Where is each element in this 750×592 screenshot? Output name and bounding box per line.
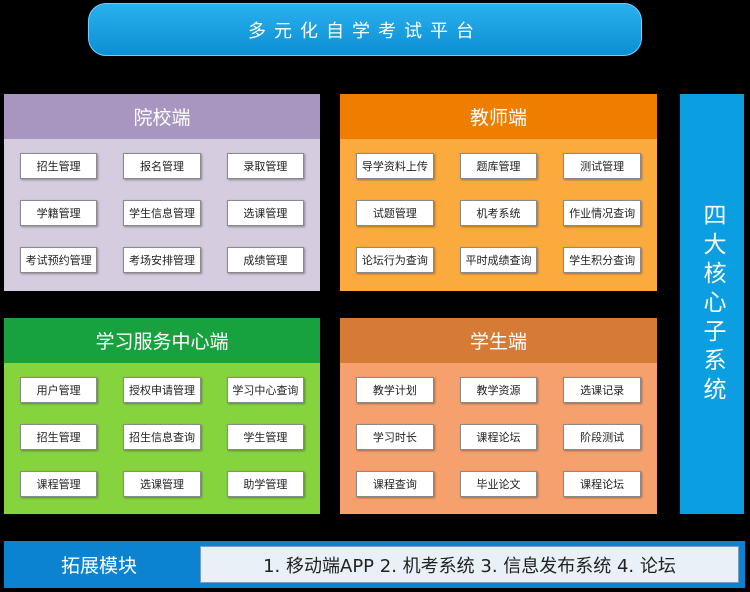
module-button[interactable]: 课程查询	[356, 470, 434, 497]
module-button[interactable]: 选课记录	[563, 376, 641, 403]
extension-bar: 1. 移动端APP 2. 机考系统 3. 信息发布系统 4. 论坛	[194, 541, 745, 588]
module-button[interactable]: 导学资料上传	[356, 152, 434, 179]
panel-header: 学习服务中心端	[4, 318, 320, 363]
module-button[interactable]: 作业情况查询	[563, 199, 641, 226]
module-button[interactable]: 录取管理	[226, 152, 304, 179]
module-button[interactable]: 学生信息管理	[123, 199, 201, 226]
module-button[interactable]: 教学资源	[459, 376, 538, 403]
module-button[interactable]: 毕业论文	[459, 470, 538, 497]
module-button[interactable]: 课程论坛	[563, 470, 641, 497]
module-button[interactable]: 平时成绩查询	[459, 247, 538, 274]
panel-student: 学生端 教学计划 教学资源 选课记录 学习时长 课程论坛 阶段测试 课程查询 毕…	[340, 318, 657, 514]
panel-service-center: 学习服务中心端 用户管理 授权申请管理 学习中心查询 招生管理 招生信息查询 学…	[4, 318, 320, 514]
module-button[interactable]: 选课管理	[226, 199, 304, 226]
module-button[interactable]: 招生管理	[20, 423, 98, 450]
module-button[interactable]: 学习中心查询	[226, 376, 304, 403]
core-subsystems: 四大核心子系统	[680, 94, 744, 514]
module-button[interactable]: 论坛行为查询	[356, 247, 434, 274]
module-button[interactable]: 学籍管理	[20, 199, 98, 226]
module-button[interactable]: 试题管理	[356, 199, 434, 226]
module-button[interactable]: 助学管理	[226, 470, 304, 497]
panel-header: 教师端	[340, 94, 657, 139]
module-button[interactable]: 学生积分查询	[563, 247, 641, 274]
module-button[interactable]: 报名管理	[123, 152, 201, 179]
module-button[interactable]: 学生管理	[226, 423, 304, 450]
module-button[interactable]: 课程管理	[20, 470, 98, 497]
module-button[interactable]: 阶段测试	[563, 423, 641, 450]
module-button[interactable]: 课程论坛	[459, 423, 538, 450]
module-button[interactable]: 教学计划	[356, 376, 434, 403]
panel-header: 学生端	[340, 318, 657, 363]
extension-label: 拓展模块	[4, 541, 194, 588]
module-button[interactable]: 考试预约管理	[20, 247, 98, 274]
module-button[interactable]: 招生管理	[20, 152, 98, 179]
module-button[interactable]: 授权申请管理	[123, 376, 201, 403]
module-button[interactable]: 测试管理	[563, 152, 641, 179]
panel-teacher: 教师端 导学资料上传 题库管理 测试管理 试题管理 机考系统 作业情况查询 论坛…	[340, 94, 657, 291]
panel-school: 院校端 招生管理 报名管理 录取管理 学籍管理 学生信息管理 选课管理 考试预约…	[4, 94, 320, 291]
module-button[interactable]: 成绩管理	[226, 247, 304, 274]
module-button[interactable]: 选课管理	[123, 470, 201, 497]
module-button[interactable]: 题库管理	[459, 152, 538, 179]
extension-content: 1. 移动端APP 2. 机考系统 3. 信息发布系统 4. 论坛	[200, 546, 739, 583]
module-button[interactable]: 用户管理	[20, 376, 98, 403]
core-label: 四大核心子系统	[699, 202, 725, 406]
platform-title: 多元化自学考试平台	[88, 3, 642, 56]
module-button[interactable]: 考场安排管理	[123, 247, 201, 274]
module-button[interactable]: 招生信息查询	[123, 423, 201, 450]
module-button[interactable]: 机考系统	[459, 199, 538, 226]
panel-header: 院校端	[4, 94, 320, 139]
module-button[interactable]: 学习时长	[356, 423, 434, 450]
